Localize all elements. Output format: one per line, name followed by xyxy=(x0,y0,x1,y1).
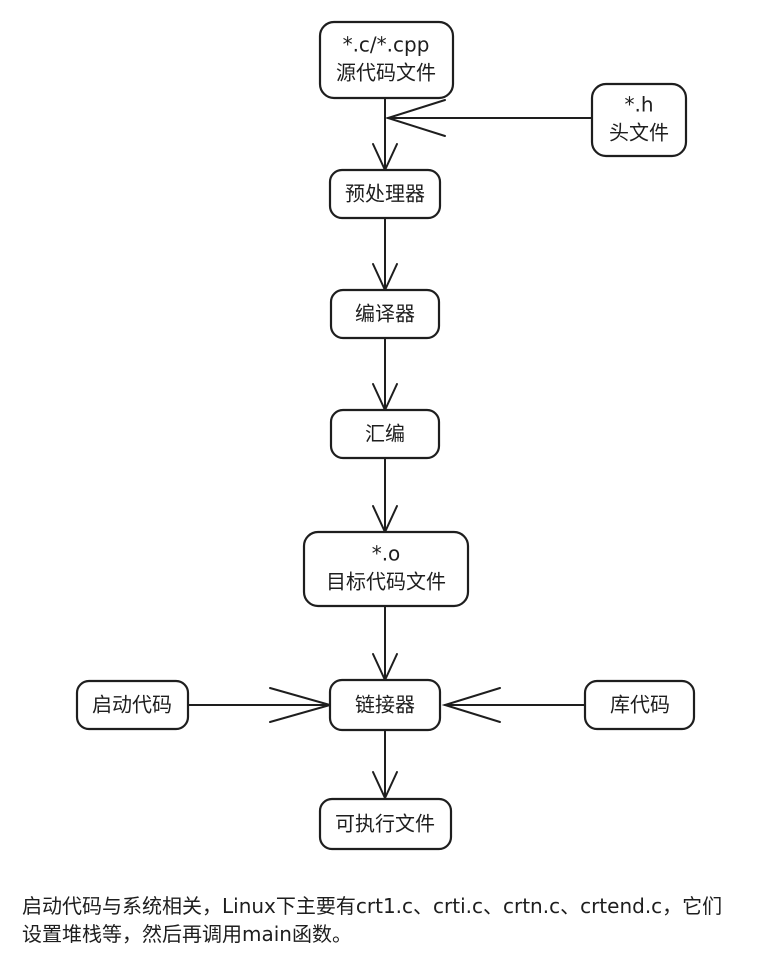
node-assembler: 汇编 xyxy=(329,408,441,460)
edge-header-to-pipeline xyxy=(384,99,593,137)
node-object-label: 目标代码文件 xyxy=(326,570,446,594)
node-linker: 链接器 xyxy=(328,678,442,732)
node-source-file: *.c/*.cpp 源代码文件 xyxy=(318,20,455,100)
node-object-file: *.o 目标代码文件 xyxy=(302,530,470,608)
node-compiler-label: 编译器 xyxy=(355,302,415,326)
edge-linker-to-executable xyxy=(372,729,398,801)
caption-line-2: 设置堆栈等，然后再调用main函数。 xyxy=(22,922,352,946)
node-preprocessor-label: 预处理器 xyxy=(345,182,425,206)
edge-library-to-linker xyxy=(441,687,586,723)
node-executable-label: 可执行文件 xyxy=(335,812,435,836)
compile-flow-diagram: *.c/*.cpp 源代码文件 *.h 头文件 预处理器 编译器 汇编 *.o … xyxy=(75,20,696,851)
caption-note: 启动代码与系统相关，Linux下主要有crt1.c、crti.c、crtn.c、… xyxy=(22,892,757,948)
node-library-code: 库代码 xyxy=(583,679,696,731)
edge-startup-to-linker xyxy=(187,687,334,723)
node-header-ext: *.h xyxy=(624,93,653,117)
node-library-label: 库代码 xyxy=(610,693,670,717)
node-preprocessor: 预处理器 xyxy=(328,168,442,220)
node-startup-label: 启动代码 xyxy=(92,693,172,717)
node-header-label: 头文件 xyxy=(609,121,669,145)
node-compiler: 编译器 xyxy=(329,288,441,340)
edge-source-to-preprocessor xyxy=(372,97,398,173)
edge-preprocessor-to-compiler xyxy=(372,217,398,293)
node-linker-label: 链接器 xyxy=(355,693,415,717)
node-header-file: *.h 头文件 xyxy=(590,82,688,158)
caption-line-1: 启动代码与系统相关，Linux下主要有crt1.c、crti.c、crtn.c、… xyxy=(22,894,723,918)
node-object-ext: *.o xyxy=(372,542,401,566)
node-startup-code: 启动代码 xyxy=(75,679,190,731)
edge-assembler-to-object xyxy=(372,457,398,535)
node-assembler-label: 汇编 xyxy=(365,422,405,446)
edge-compiler-to-assembler xyxy=(372,337,398,413)
node-source-ext: *.c/*.cpp xyxy=(343,33,430,57)
node-executable: 可执行文件 xyxy=(318,797,453,851)
edge-object-to-linker xyxy=(372,605,398,683)
node-source-label: 源代码文件 xyxy=(336,61,436,85)
